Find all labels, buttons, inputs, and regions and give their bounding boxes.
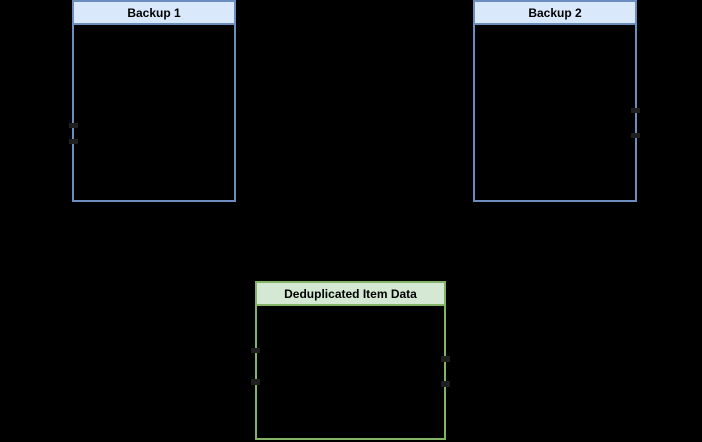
row-divider-tick [69,123,78,128]
row-divider-tick [69,139,78,144]
row-divider-tick [441,381,450,387]
row-divider-tick [631,133,640,138]
deduplicated-item-data-label: Deduplicated Item Data [284,286,417,301]
row-divider-tick [251,379,260,385]
deduplicated-item-data-header: Deduplicated Item Data [257,283,444,306]
backup2-node: Backup 2 [473,0,637,202]
row-divider-tick [631,108,640,113]
backup1-label: Backup 1 [127,5,181,20]
backup2-label: Backup 2 [528,5,582,20]
backup1-header: Backup 1 [74,2,234,25]
row-divider-tick [251,348,260,353]
row-divider-tick [441,356,450,362]
backup2-header: Backup 2 [475,2,635,25]
backup1-node: Backup 1 [72,0,236,202]
deduplicated-item-data-node: Deduplicated Item Data [255,281,446,440]
